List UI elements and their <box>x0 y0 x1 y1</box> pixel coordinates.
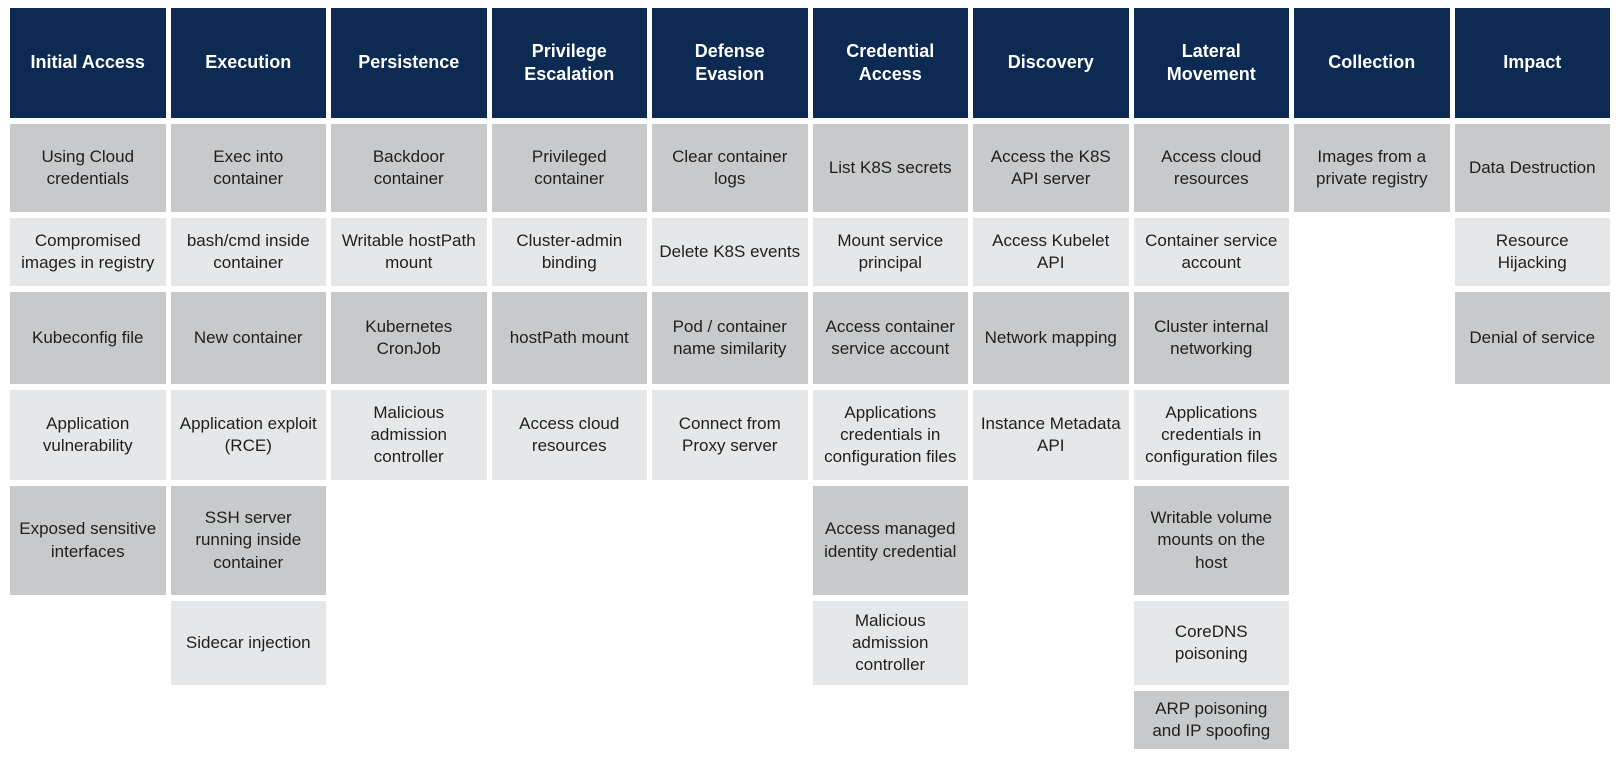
technique-cell: Denial of service <box>1454 292 1610 384</box>
technique-cell: Access Kubelet API <box>973 218 1129 286</box>
column-header-initial-access: Initial Access <box>10 8 166 118</box>
technique-cell: bash/cmd inside container <box>170 218 326 286</box>
technique-cell: Malicious admission controller <box>812 601 968 685</box>
technique-cell: Delete K8S events <box>652 218 808 286</box>
column-header-execution: Execution <box>170 8 326 118</box>
technique-cell: Access container service account <box>812 292 968 384</box>
technique-cell: Backdoor container <box>331 124 487 212</box>
technique-cell: Cluster-admin binding <box>491 218 647 286</box>
column-header-privilege-escalation: Privilege Escalation <box>491 8 647 118</box>
technique-cell: Images from a private registry <box>1294 124 1450 212</box>
technique-cell: Connect from Proxy server <box>652 390 808 480</box>
technique-cell: Exec into container <box>170 124 326 212</box>
technique-cell: List K8S secrets <box>812 124 968 212</box>
technique-cell: Resource Hijacking <box>1454 218 1610 286</box>
technique-cell: Writable volume mounts on the host <box>1133 486 1289 595</box>
technique-cell: Exposed sensitive interfaces <box>10 486 166 595</box>
column-header-collection: Collection <box>1294 8 1450 118</box>
technique-cell: Kubeconfig file <box>10 292 166 384</box>
technique-cell: Access managed identity credential <box>812 486 968 595</box>
technique-cell: Kubernetes CronJob <box>331 292 487 384</box>
technique-cell: Application exploit (RCE) <box>170 390 326 480</box>
technique-cell: Mount service principal <box>812 218 968 286</box>
technique-cell: Privileged container <box>491 124 647 212</box>
technique-cell: New container <box>170 292 326 384</box>
technique-cell: Data Destruction <box>1454 124 1610 212</box>
column-header-lateral-movement: Lateral Movement <box>1133 8 1289 118</box>
technique-cell: Pod / container name similarity <box>652 292 808 384</box>
technique-cell: Access cloud resources <box>491 390 647 480</box>
column-header-credential-access: Credential Access <box>812 8 968 118</box>
technique-cell: SSH server running inside container <box>170 486 326 595</box>
technique-cell: Access cloud resources <box>1133 124 1289 212</box>
column-header-impact: Impact <box>1454 8 1610 118</box>
technique-cell: Using Cloud credentials <box>10 124 166 212</box>
technique-cell: Application vulnerability <box>10 390 166 480</box>
technique-cell: Clear container logs <box>652 124 808 212</box>
technique-cell: Malicious admission controller <box>331 390 487 480</box>
technique-cell: ARP poisoning and IP spoofing <box>1133 691 1289 749</box>
technique-cell: Compromised images in registry <box>10 218 166 286</box>
technique-cell: hostPath mount <box>491 292 647 384</box>
technique-cell: Container service account <box>1133 218 1289 286</box>
column-header-persistence: Persistence <box>331 8 487 118</box>
technique-cell: Cluster internal networking <box>1133 292 1289 384</box>
column-header-discovery: Discovery <box>973 8 1129 118</box>
technique-cell: Network mapping <box>973 292 1129 384</box>
technique-cell: CoreDNS poisoning <box>1133 601 1289 685</box>
column-header-defense-evasion: Defense Evasion <box>652 8 808 118</box>
technique-cell: Writable hostPath mount <box>331 218 487 286</box>
technique-cell: Sidecar injection <box>170 601 326 685</box>
technique-cell: Access the K8S API server <box>973 124 1129 212</box>
technique-cell: Instance Metadata API <box>973 390 1129 480</box>
technique-cell: Applications credentials in configuratio… <box>1133 390 1289 480</box>
technique-cell: Applications credentials in configuratio… <box>812 390 968 480</box>
